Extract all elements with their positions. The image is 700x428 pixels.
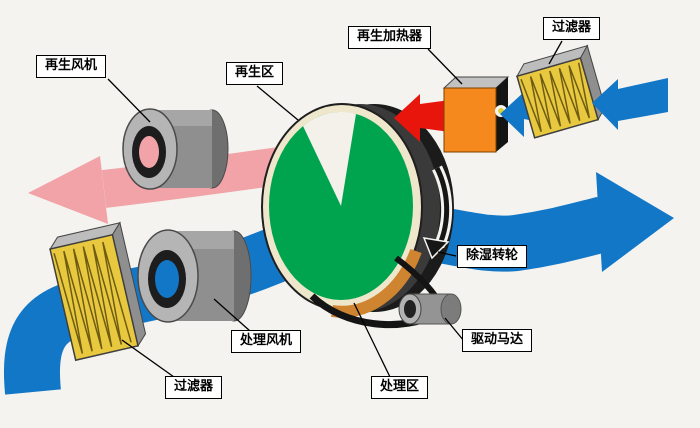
regen-exhaust-arrowhead	[28, 156, 108, 224]
filter-pleats	[53, 241, 132, 354]
processing-fan	[137, 229, 252, 323]
drive-motor	[398, 293, 462, 325]
label-processing-zone: 处理区	[371, 376, 429, 400]
filter-top-right	[515, 44, 606, 139]
regeneration-fan	[122, 108, 229, 190]
label-filter-top: 过滤器	[543, 17, 601, 41]
process-air-arrowhead	[596, 172, 674, 272]
label-regeneration-fan: 再生风机	[36, 55, 107, 79]
label-regeneration-heater: 再生加热器	[348, 26, 432, 50]
label-processing-fan: 处理风机	[231, 330, 302, 354]
regeneration-heater	[442, 76, 510, 153]
label-filter-bottom: 过滤器	[165, 376, 223, 400]
desiccant-wheel	[261, 103, 454, 318]
hot-air-arrow	[394, 94, 450, 142]
label-desiccant-wheel: 除湿转轮	[457, 245, 528, 269]
regen-intake-arrow	[592, 78, 668, 130]
filter-pleats	[520, 62, 591, 132]
leader-lines	[107, 40, 563, 378]
regeneration-sector	[303, 111, 356, 206]
label-regeneration-zone: 再生区	[226, 62, 284, 86]
filter-bottom-left	[48, 221, 147, 362]
rotation-arrow	[422, 165, 453, 260]
label-drive-motor: 驱动马达	[462, 329, 533, 353]
